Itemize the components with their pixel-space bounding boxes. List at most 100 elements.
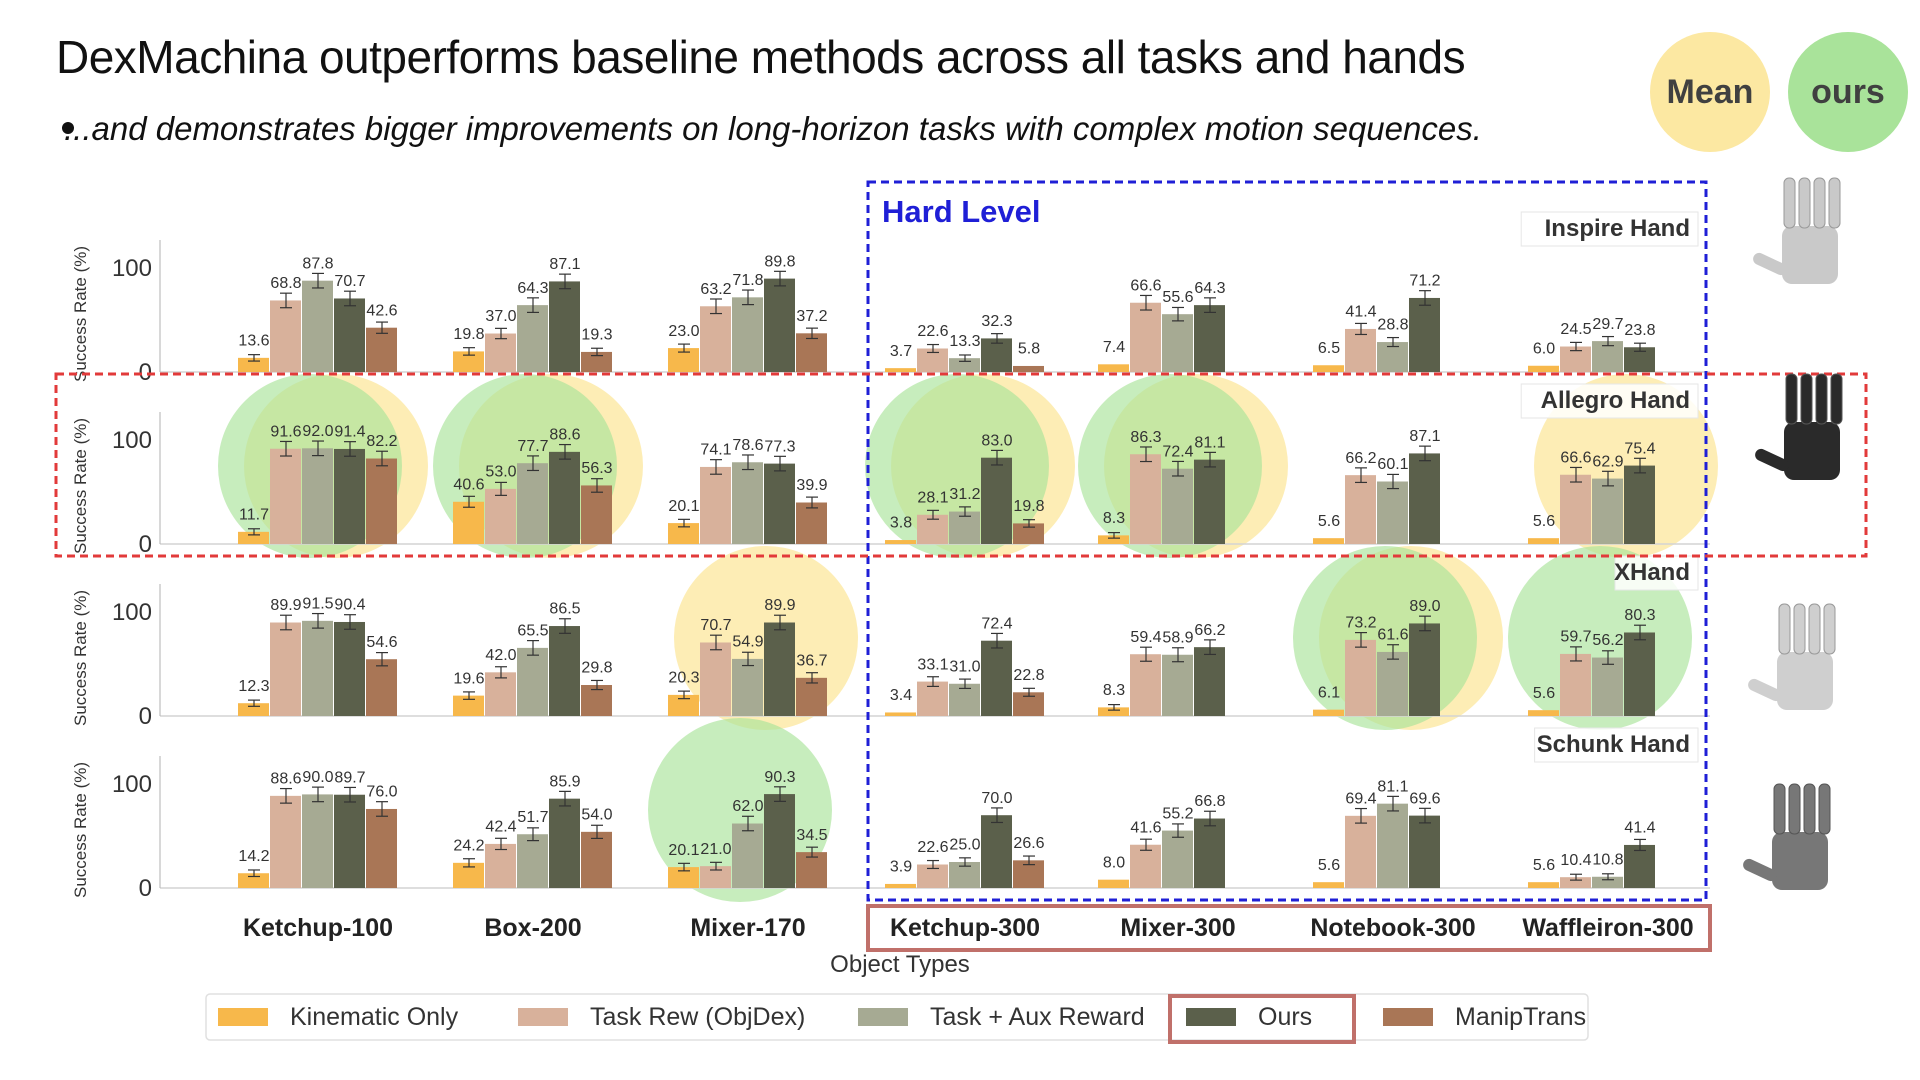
bars-layer	[238, 270, 1655, 888]
data-label: 78.6	[732, 437, 763, 454]
hand-finger	[1823, 603, 1836, 655]
bar-ours	[764, 463, 795, 544]
bar-task-rew-objdex	[1560, 474, 1591, 544]
data-label: 5.6	[1318, 513, 1340, 530]
y-axis-label: Success Rate (%)	[71, 590, 90, 726]
legend-label-ours: Ours	[1258, 1003, 1312, 1031]
bar-task-aux-reward	[1162, 468, 1193, 544]
bar-kinematic-only	[1098, 879, 1129, 888]
bar-task-rew-objdex	[1345, 328, 1376, 372]
hand-finger	[1815, 373, 1828, 425]
data-label: 72.4	[1162, 443, 1193, 460]
data-label: 13.6	[238, 333, 269, 350]
bar-task-aux-reward	[302, 794, 333, 888]
hand-palm	[1772, 832, 1828, 890]
data-label: 3.9	[890, 859, 912, 876]
bar-task-rew-objdex	[270, 795, 301, 888]
legend-swatch-task-rew-objdex	[518, 1008, 568, 1026]
data-label: 91.6	[270, 423, 301, 440]
data-label: 89.0	[1409, 598, 1440, 615]
bar-ours	[1409, 297, 1440, 372]
data-label: 5.6	[1533, 857, 1555, 874]
bar-ours	[1409, 623, 1440, 716]
bar-ours	[981, 338, 1012, 372]
data-label: 22.8	[1013, 667, 1044, 684]
slide-title: DexMachina outperforms baseline methods …	[56, 31, 1466, 83]
legend-swatch-maniptrans	[1383, 1008, 1433, 1026]
hand-finger	[1830, 373, 1843, 425]
data-label: 89.7	[334, 769, 365, 786]
data-label: 70.0	[981, 790, 1012, 807]
legend-swatch-task-aux-reward	[858, 1008, 908, 1026]
bar-task-rew-objdex	[1345, 639, 1376, 716]
bar-ours	[1409, 453, 1440, 544]
bar-kinematic-only	[1313, 882, 1344, 888]
data-label: 3.7	[890, 343, 912, 360]
data-label: 19.8	[453, 326, 484, 343]
bar-task-aux-reward	[302, 280, 333, 372]
data-label: 23.0	[668, 323, 699, 340]
y-tick-label: 0	[139, 875, 152, 902]
data-label: 69.6	[1409, 790, 1440, 807]
legend-swatch-ours	[1186, 1008, 1236, 1026]
hand-finger	[1813, 177, 1826, 229]
bar-kinematic-only	[1098, 364, 1129, 372]
bar-task-aux-reward	[1592, 657, 1623, 716]
bar-ours	[1624, 465, 1655, 544]
data-label: 12.3	[238, 678, 269, 695]
bar-ours	[334, 448, 365, 544]
data-label: 21.0	[700, 841, 731, 858]
data-label: 34.5	[796, 827, 827, 844]
data-label: 76.0	[366, 784, 397, 801]
data-label: 19.8	[1013, 498, 1044, 515]
bar-kinematic-only	[1313, 538, 1344, 544]
data-label: 29.7	[1592, 316, 1623, 333]
data-label: 55.6	[1162, 289, 1193, 306]
data-label: 86.3	[1130, 429, 1161, 446]
bar-kinematic-only	[668, 694, 699, 716]
legend-swatch-kinematic-only	[218, 1008, 268, 1026]
data-label: 23.8	[1624, 322, 1655, 339]
data-label: 60.1	[1377, 456, 1408, 473]
category-label: Ketchup-300	[890, 914, 1040, 942]
data-label: 14.2	[238, 848, 269, 865]
bar-kinematic-only	[668, 348, 699, 372]
data-label: 59.4	[1130, 629, 1161, 646]
data-label: 54.9	[732, 634, 763, 651]
data-label: 5.6	[1318, 857, 1340, 874]
data-label: 33.1	[917, 656, 948, 673]
y-axis-label: Success Rate (%)	[71, 246, 90, 382]
bar-task-rew-objdex	[485, 488, 516, 544]
data-label: 87.8	[302, 255, 333, 272]
bar-maniptrans	[366, 327, 397, 372]
y-axis-label: Success Rate (%)	[71, 418, 90, 554]
data-label: 77.7	[517, 438, 548, 455]
category-label: Ketchup-100	[243, 914, 393, 942]
bar-task-rew-objdex	[1345, 815, 1376, 888]
data-label: 62.0	[732, 798, 763, 815]
bar-maniptrans	[366, 458, 397, 544]
ours-legend-highlight-box	[1168, 994, 1356, 1044]
hand-finger	[1788, 783, 1801, 835]
bar-kinematic-only	[885, 883, 916, 888]
hand-finger	[1808, 603, 1821, 655]
bar-task-rew-objdex	[1345, 475, 1376, 544]
data-label: 56.2	[1592, 632, 1623, 649]
bar-ours	[1194, 647, 1225, 716]
bar-ours	[1624, 632, 1655, 716]
bar-task-aux-reward	[1592, 876, 1623, 888]
inspire-hand-icon	[1753, 177, 1841, 284]
bar-maniptrans	[796, 333, 827, 372]
bar-ours	[549, 451, 580, 544]
data-label: 6.5	[1318, 340, 1340, 357]
data-label: 59.7	[1560, 629, 1591, 646]
bar-kinematic-only	[238, 873, 269, 888]
bar-ours	[1194, 305, 1225, 372]
hand-thumb	[1755, 448, 1789, 472]
data-label: 73.2	[1345, 615, 1376, 632]
bar-task-aux-reward	[1592, 478, 1623, 544]
bar-maniptrans	[581, 351, 612, 372]
bar-task-rew-objdex	[917, 864, 948, 888]
data-label: 41.4	[1345, 304, 1376, 321]
bar-ours	[1624, 844, 1655, 888]
